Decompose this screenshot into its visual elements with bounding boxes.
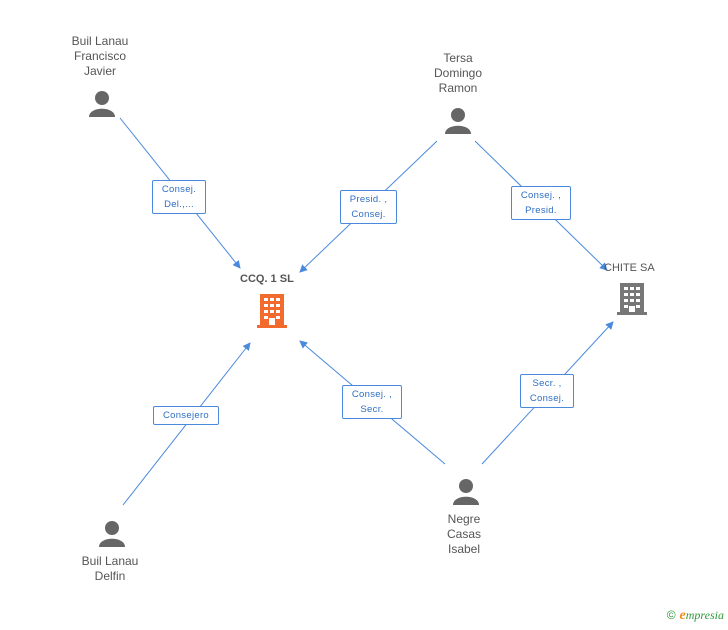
edge-label-line: Del.,...: [164, 199, 194, 210]
edge-label-line: Secr. ,: [532, 378, 562, 389]
building-icon[interactable]: [257, 294, 287, 328]
edge-label-negre-ccq[interactable]: Consej. , Secr.: [342, 385, 402, 419]
edge-label-line: Secr.: [360, 404, 384, 415]
person-label-line: Casas: [446, 527, 481, 541]
company-label-ccq[interactable]: CCQ. 1 SL: [240, 273, 294, 285]
person-label-line: Isabel: [447, 542, 481, 556]
edge-label-delfin-ccq[interactable]: Consejero: [153, 406, 219, 425]
person-label-buil-francisco[interactable]: Buil Lanau Francisco Javier: [48, 34, 152, 79]
person-icon[interactable]: [99, 521, 125, 547]
person-label-line: Negre: [447, 512, 481, 526]
person-label-line: Francisco: [73, 49, 126, 63]
edge-label-tersa-chite[interactable]: Consej. , Presid.: [511, 186, 571, 220]
brand-logo-initial: e: [679, 608, 686, 623]
company-label-chite[interactable]: CHITE SA: [604, 262, 655, 274]
edge-label-tersa-ccq[interactable]: Presid. , Consej.: [340, 190, 397, 224]
person-icon[interactable]: [453, 479, 479, 505]
building-icon[interactable]: [617, 283, 647, 315]
edge-label-line: Consej.: [351, 209, 386, 220]
edge-label-line: Presid. ,: [349, 194, 388, 205]
edge-label-line: Consej.: [161, 184, 197, 195]
person-label-line: Javier: [83, 64, 116, 78]
person-label-negre[interactable]: Negre Casas Isabel: [412, 512, 516, 557]
edge-label-francisco-ccq[interactable]: Consej. Del.,...: [152, 180, 206, 214]
person-label-line: Tersa: [443, 51, 473, 65]
person-label-line: Ramon: [438, 81, 478, 95]
person-label-line: Buil Lanau: [71, 34, 129, 48]
edge-label-line: Consej.: [529, 393, 565, 404]
person-label-line: Delfin: [94, 569, 126, 583]
person-icon[interactable]: [89, 91, 115, 117]
edges-layer: [119, 117, 614, 506]
brand-logo-text: mpresia: [685, 608, 724, 622]
brand-footer[interactable]: ©empresia: [667, 608, 724, 624]
person-label-tersa[interactable]: Tersa Domingo Ramon: [406, 51, 510, 96]
edge-label-line: Consej. ,: [351, 389, 393, 400]
edge-label-line: Consej. ,: [520, 190, 562, 201]
edge-label-line: Consejero: [162, 410, 209, 421]
edge-label-negre-chite[interactable]: Secr. , Consej.: [520, 374, 574, 408]
person-label-line: Buil Lanau: [81, 554, 139, 568]
copyright-icon: ©: [666, 608, 676, 622]
person-label-line: Domingo: [433, 66, 483, 80]
edge-label-line: Presid.: [525, 205, 557, 216]
person-icon[interactable]: [445, 108, 471, 134]
person-label-buil-delfin[interactable]: Buil Lanau Delfin: [58, 554, 162, 584]
